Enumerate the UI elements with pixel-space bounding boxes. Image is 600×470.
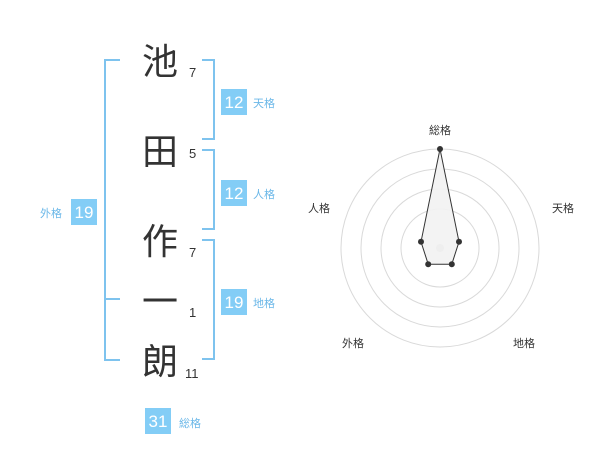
tenkaku-label: 天格 xyxy=(253,96,275,110)
soukaku-value: 31 xyxy=(149,412,168,431)
name-char-5: 朗 xyxy=(142,342,178,383)
name-char-1: 池 xyxy=(142,42,178,83)
radar-point-2 xyxy=(456,238,462,245)
radar-label-chikaku: 地格 xyxy=(513,336,535,350)
radar-label-tenkaku: 天格 xyxy=(552,201,574,215)
fortune-radar-chart: 総格 天格 地格 外格 人格 xyxy=(308,123,574,350)
radar-polygon xyxy=(420,148,460,265)
radar-label-gaikaku: 外格 xyxy=(342,336,364,350)
chikaku-value: 19 xyxy=(225,293,244,312)
radar-point-3 xyxy=(448,261,455,268)
radar-point-1 xyxy=(437,146,443,152)
chikaku-bracket xyxy=(202,239,215,360)
jinkaku-value: 12 xyxy=(225,184,244,203)
name-char-4: 一 xyxy=(142,282,178,323)
stroke-count-2: 5 xyxy=(189,146,196,161)
soukaku-badge xyxy=(145,408,171,434)
tenkaku-value: 12 xyxy=(225,93,244,112)
gaikaku-label: 外格 xyxy=(40,206,62,220)
gaikaku-bracket xyxy=(104,59,120,361)
gaikaku-value: 19 xyxy=(75,203,94,222)
chikaku-badge xyxy=(221,289,247,315)
stroke-count-5: 11 xyxy=(185,366,199,381)
radar-label-soukaku: 総格 xyxy=(429,123,451,137)
radar-points xyxy=(418,146,462,268)
soukaku-label: 総格 xyxy=(179,416,201,430)
jinkaku-bracket xyxy=(202,149,215,230)
name-char-2: 田 xyxy=(142,132,178,173)
jinkaku-label: 人格 xyxy=(253,187,275,201)
radar-point-4 xyxy=(425,261,432,268)
stroke-count-4: 1 xyxy=(189,305,196,320)
chikaku-label: 地格 xyxy=(253,296,275,310)
radar-point-5 xyxy=(418,238,424,245)
gaikaku-badge xyxy=(71,199,97,225)
tenkaku-badge xyxy=(221,89,247,115)
jinkaku-badge xyxy=(221,180,247,206)
stroke-count-1: 7 xyxy=(189,65,196,80)
tenkaku-bracket xyxy=(202,59,215,140)
radar-label-jinkaku: 人格 xyxy=(308,201,330,215)
name-char-3: 作 xyxy=(142,222,178,263)
stroke-count-3: 7 xyxy=(189,245,196,260)
